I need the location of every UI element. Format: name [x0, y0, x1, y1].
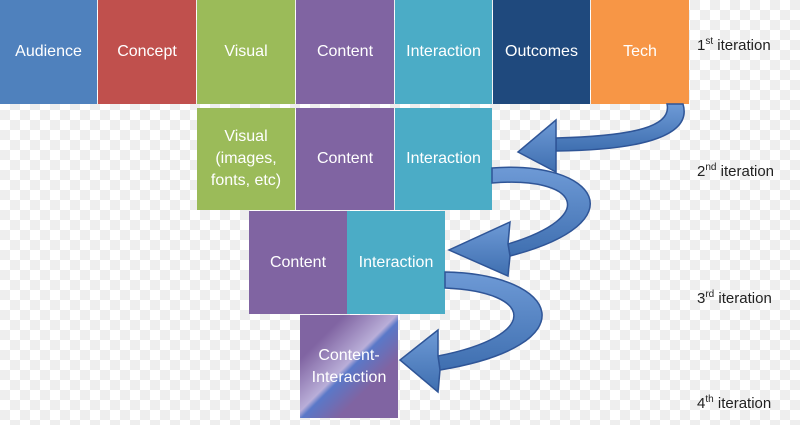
box-interaction-2-label: Interaction	[406, 150, 481, 167]
iteration-4-suffix: th	[705, 394, 714, 405]
box-tech-label: Tech	[623, 43, 657, 60]
box-content-3-label: Content	[269, 253, 327, 271]
box-interaction-3-label: Interaction	[358, 253, 434, 271]
box-concept-label: Concept	[117, 43, 177, 60]
arrow-3-body	[437, 271, 543, 371]
box-content-interaction: Content- Interaction	[300, 315, 398, 418]
box-content-3: Content	[249, 211, 347, 314]
arrow-2-head	[447, 220, 511, 278]
iteration-label-2: 2nd iteration	[697, 162, 774, 180]
box-audience-label: Audience	[15, 43, 82, 60]
iteration-1-suffix: st	[705, 36, 714, 47]
box-content-interaction-line2: Interaction	[311, 368, 387, 386]
iteration-2-suffix: nd	[705, 162, 717, 173]
box-content-2-label: Content	[316, 150, 374, 167]
iteration-3-text: iteration	[718, 290, 772, 307]
iteration-1-text: iteration	[717, 37, 771, 54]
box-content-interaction-line1: Content-	[318, 346, 380, 364]
iteration-4-num: 4	[697, 395, 706, 412]
box-content-2: Content	[296, 108, 394, 210]
iteration-3-suffix: rd	[705, 289, 715, 300]
box-content-1: Content	[296, 0, 394, 104]
iteration-label-4: 4th iteration	[697, 394, 771, 412]
box-outcomes: Outcomes	[493, 0, 590, 104]
iteration-2-text: iteration	[720, 163, 775, 180]
arrow-1-body	[555, 103, 685, 152]
box-visual: Visual	[197, 0, 295, 104]
box-interaction-3: Interaction	[347, 211, 445, 314]
box-tech: Tech	[591, 0, 689, 104]
iteration-label-3: 3rd iteration	[697, 289, 772, 307]
box-interaction-1: Interaction	[395, 0, 492, 104]
box-visual-2-line3: fonts, etc)	[210, 172, 282, 189]
iteration-1-num: 1	[697, 37, 706, 54]
box-content-1-label: Content	[316, 43, 374, 60]
arrow-1-head	[516, 118, 557, 174]
iteration-4-text: iteration	[717, 395, 772, 412]
box-interaction-1-label: Interaction	[406, 43, 481, 60]
box-visual-2-line2: (images,	[215, 150, 277, 167]
box-outcomes-label: Outcomes	[505, 43, 578, 60]
box-visual-label: Visual	[224, 43, 268, 60]
arrow-3-head	[398, 328, 441, 394]
box-visual-2: Visual (images, fonts, etc)	[197, 108, 295, 210]
iteration-3-num: 3	[697, 290, 706, 307]
box-audience: Audience	[0, 0, 97, 104]
box-interaction-2: Interaction	[395, 108, 492, 210]
iteration-2-num: 2	[697, 163, 706, 180]
iteration-label-1: 1st iteration	[697, 36, 771, 54]
box-visual-2-line1: Visual	[224, 128, 268, 145]
box-concept: Concept	[98, 0, 196, 104]
